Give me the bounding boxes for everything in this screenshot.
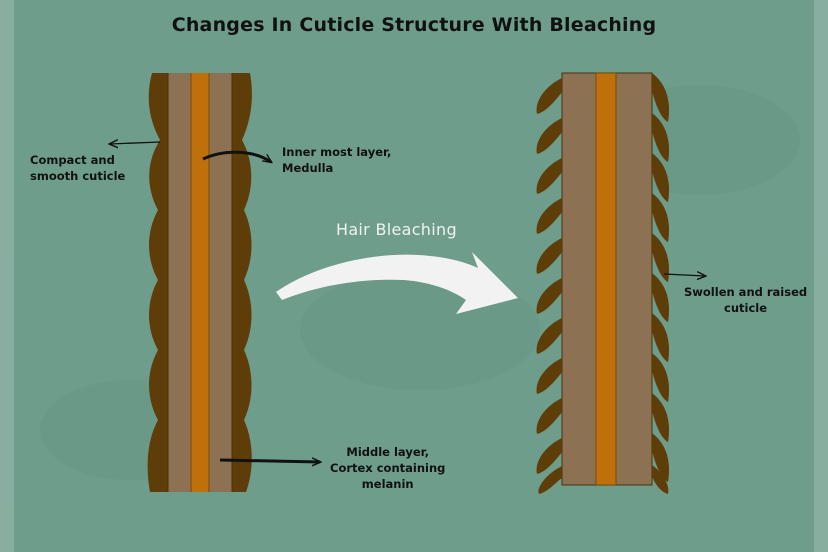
medulla-label: Inner most layer, Medulla [282, 145, 392, 175]
right-cuticle-scales-left [536, 78, 562, 494]
left-cuticle-left-edge [147, 73, 170, 492]
raised-cuticle-label: Swollen and raised cuticle [684, 285, 808, 315]
left-cuticle-right-edge [230, 73, 252, 492]
raised-cuticle-pointer [663, 274, 705, 276]
pointer-arrows [110, 142, 705, 462]
cortex-label: Middle layer, Cortex containing melanin [330, 445, 446, 491]
compact-cuticle-pointer [110, 142, 161, 144]
right-hair-strand [536, 72, 670, 494]
cortex-pointer [219, 460, 320, 462]
right-medulla [595, 72, 617, 486]
bleaching-arrow [276, 252, 518, 314]
right-cuticle-scales-right [652, 73, 670, 494]
diagram-title: Changes In Cuticle Structure With Bleach… [171, 14, 657, 36]
left-hair-strand [147, 73, 252, 492]
left-medulla [191, 73, 209, 492]
medulla-pointer [202, 150, 271, 162]
hair-bleaching-label: Hair Bleaching [336, 220, 457, 239]
compact-cuticle-label: Compact and smooth cuticle [30, 153, 126, 183]
